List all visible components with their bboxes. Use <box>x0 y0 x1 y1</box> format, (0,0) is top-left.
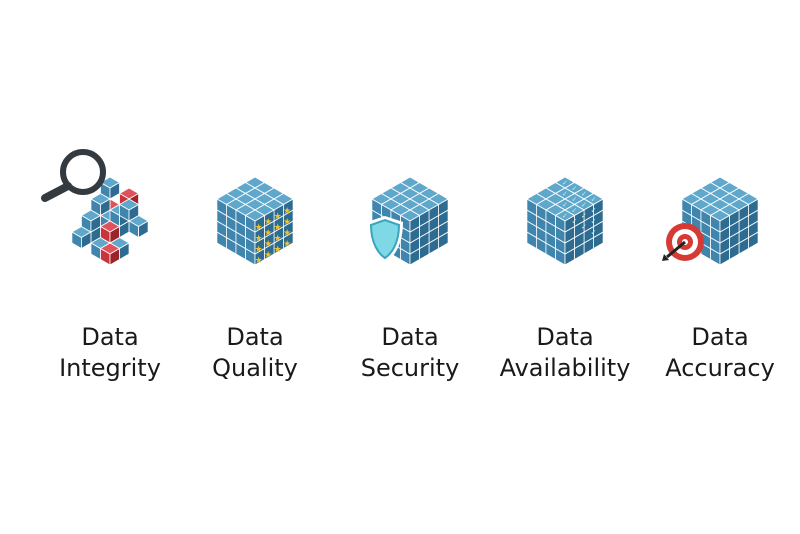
data-cube <box>90 193 111 217</box>
star-icon: ★ <box>274 212 282 222</box>
check-icon: ✓ <box>572 218 578 226</box>
star-icon: ★ <box>255 234 263 244</box>
magnifier-icon <box>41 149 106 202</box>
integrity-cube-cluster <box>41 149 149 266</box>
check-icon: ✓ <box>581 190 587 198</box>
star-icon: ★ <box>264 251 272 261</box>
quality-cube-block: ★★★★★★★★★★★★★★★★ <box>216 176 294 266</box>
star-icon: ★ <box>283 207 291 217</box>
check-icon: ✓ <box>572 185 578 193</box>
data-cube <box>118 198 140 222</box>
check-icon: ✓ <box>572 207 578 215</box>
check-icon: ✓ <box>562 179 568 187</box>
star-icon: ★ <box>274 245 282 255</box>
data-cube <box>399 209 421 233</box>
data-cube <box>709 209 731 233</box>
star-icon: ★ <box>255 256 263 266</box>
data-cube <box>80 209 102 233</box>
star-icon: ★ <box>264 218 272 228</box>
star-icon: ★ <box>283 240 291 250</box>
check-icon: ✓ <box>591 229 597 237</box>
star-icon: ★ <box>283 218 291 228</box>
star-icon: ★ <box>255 223 263 233</box>
check-icon: ✓ <box>581 223 587 231</box>
star-icon: ★ <box>274 234 282 244</box>
check-icon: ✓ <box>581 201 587 209</box>
accuracy-cube-block <box>662 176 759 266</box>
shield-icon <box>367 216 403 263</box>
check-icon: ✓ <box>591 218 597 226</box>
star-icon: ★ <box>274 223 282 233</box>
red-cube <box>99 242 121 266</box>
check-icon: ✓ <box>562 201 568 209</box>
check-icon: ✓ <box>591 196 597 204</box>
data-cube <box>244 209 266 233</box>
security-cube-block <box>367 176 449 266</box>
star-icon: ★ <box>283 229 291 239</box>
data-cube <box>554 209 576 233</box>
check-icon: ✓ <box>562 212 568 220</box>
check-icon: ✓ <box>562 190 568 198</box>
check-icon: ✓✓✓✓✓✓✓✓✓✓✓✓✓✓✓✓ <box>562 179 596 237</box>
star-icon: ★ <box>264 229 272 239</box>
check-icon: ✓ <box>591 207 597 215</box>
red-cube <box>99 220 121 244</box>
star-icon: ★ <box>255 245 263 255</box>
check-icon: ✓ <box>581 212 587 220</box>
check-icon: ✓ <box>572 196 578 204</box>
target-icon <box>662 223 704 261</box>
availability-cube-block: ✓✓✓✓✓✓✓✓✓✓✓✓✓✓✓✓ <box>526 176 604 266</box>
star-icon: ★ <box>264 240 272 250</box>
star-icon: ★★★★★★★★★★★★★★★★ <box>255 207 292 266</box>
